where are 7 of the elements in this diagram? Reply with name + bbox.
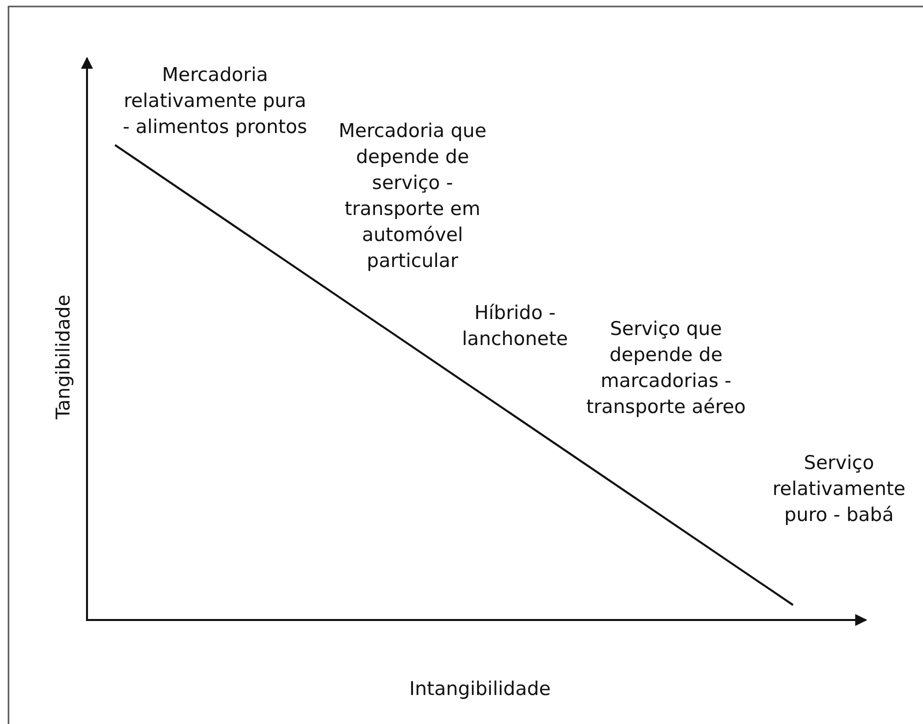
category-label: Mercadoria que depende de serviço - transporte em automóvel particular	[338, 119, 488, 274]
axis-title: Tangibilidade	[51, 294, 75, 420]
category-label: Híbrido - lanchonete	[461, 301, 569, 352]
category-label: Mercadoria relativamente pura - alimentos prontos	[122, 63, 308, 140]
category-label: Serviço relativamente puro - babá	[772, 451, 906, 528]
axis-title: Intangibilidade	[408, 677, 552, 702]
category-label: Serviço que depende de marcadorias - transporte aéreo	[585, 317, 747, 420]
